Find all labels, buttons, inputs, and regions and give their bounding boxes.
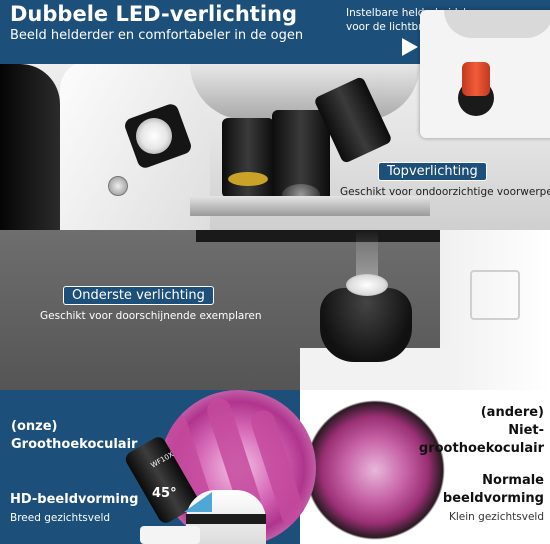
bottom-led-housing xyxy=(320,288,412,362)
ours-eyepiece-name: Groothoekoculair xyxy=(11,437,138,452)
ours-imaging-label: HD-beeldvorming xyxy=(10,492,139,507)
arrow-right-icon xyxy=(402,38,418,56)
bottom-lighting-badge: Onderste verlichting xyxy=(63,286,214,305)
microscope-arm-dark xyxy=(0,64,60,230)
eyepiece-comparison-panel: WF10X 45° (onze) Groothoekoculair HD-bee… xyxy=(0,390,550,544)
bottom-led-light xyxy=(346,274,388,296)
others-eyepiece-label: (andere) Niet- groothoekoculair xyxy=(419,404,544,458)
brightness-knob-inset xyxy=(420,10,550,138)
ours-tag: (onze) xyxy=(11,419,58,434)
others-eyepiece-name-line2: groothoekoculair xyxy=(418,441,544,456)
bottom-lighting-panel: Onderste verlichting Geschikt voor doors… xyxy=(0,230,550,390)
page-title: Dubbele LED-verlichting xyxy=(10,2,298,26)
objective-gold-ring xyxy=(228,172,268,186)
others-eyepiece-name-line1: Niet- xyxy=(508,423,544,438)
microscope-body xyxy=(440,230,550,390)
angle-wedge-icon xyxy=(184,492,212,512)
others-imaging-label: Normale beeldvorming xyxy=(443,472,544,508)
screw-icon xyxy=(108,176,128,196)
top-led-light xyxy=(136,118,172,154)
top-lighting-panel: Dubbele LED-verlichting Beeld helderder … xyxy=(0,0,550,230)
page-subtitle: Beeld helderder en comfortabeler in de o… xyxy=(10,28,304,43)
brightness-knob-icon xyxy=(462,62,490,96)
top-lighting-badge: Topverlichting xyxy=(378,162,487,181)
ours-eyepiece-label: (onze) Groothoekoculair xyxy=(11,418,137,454)
top-lighting-caption: Geschikt voor ondoorzichtige voorwerpen xyxy=(340,186,550,198)
others-tag: (andere) xyxy=(480,405,544,420)
others-imaging-line2: beeldvorming xyxy=(442,491,544,506)
knob-housing-rim xyxy=(444,10,550,38)
stage-clip xyxy=(190,196,430,216)
others-imaging-line1: Normale xyxy=(482,473,544,488)
knob-description-line2: voor de lichtbron xyxy=(346,21,436,33)
objective-lens-1 xyxy=(222,118,274,198)
light-beam xyxy=(356,230,378,278)
bottom-lighting-caption: Geschikt voor doorschijnende exemplaren xyxy=(40,310,262,322)
angle-label: 45° xyxy=(152,486,177,501)
microscope-head-stripe xyxy=(186,514,266,524)
ours-field-caption: Breed gezichtsveld xyxy=(10,512,111,524)
body-panel-outline xyxy=(470,270,520,320)
narrow-field-view-image xyxy=(300,400,450,540)
others-field-caption: Klein gezichtsveld xyxy=(449,511,544,523)
microscope-stage-small xyxy=(140,526,200,544)
